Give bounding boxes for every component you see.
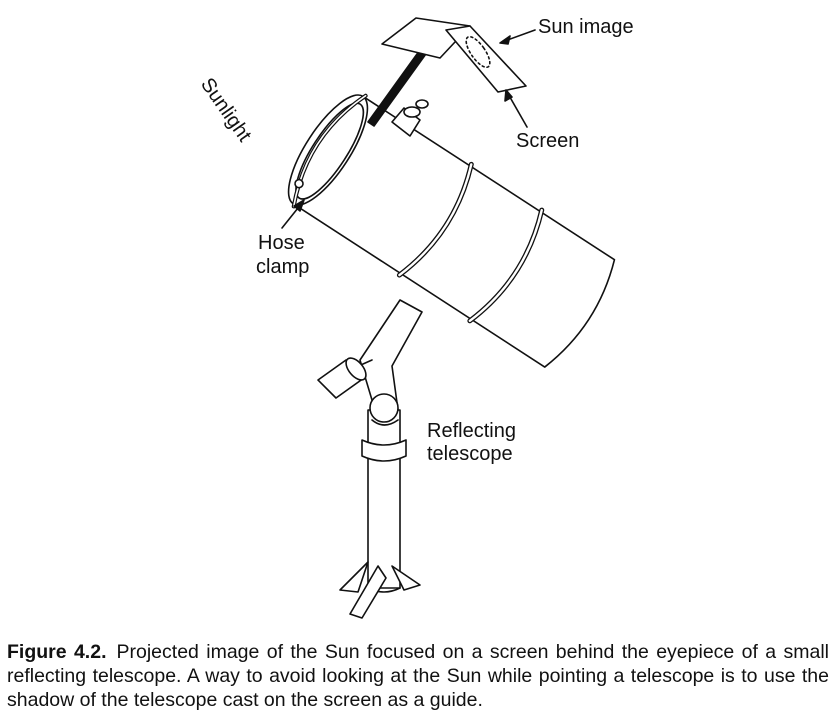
label-reflecting-line2: telescope <box>427 443 513 465</box>
fork-arm <box>359 299 423 426</box>
projection-screen <box>367 17 527 127</box>
telescope-illustration <box>281 17 616 619</box>
label-sun-image: Sun image <box>538 16 634 38</box>
label-hose-clamp-line1: Hose <box>258 232 305 254</box>
figure-caption: Figure 4.2.Projected image of the Sun fo… <box>7 640 829 712</box>
label-screen: Screen <box>516 130 580 152</box>
telescope-tube <box>287 93 616 368</box>
figure-number: Figure 4.2. <box>7 641 107 663</box>
caption-text: Projected image of the Sun focused on a … <box>7 641 830 711</box>
mount-pier <box>339 409 421 619</box>
label-hose-clamp-line2: clamp <box>256 256 310 278</box>
eyepiece <box>391 99 429 137</box>
counterweight <box>317 357 373 399</box>
label-arrows <box>281 29 536 229</box>
label-reflecting-line1: Reflecting <box>427 420 516 442</box>
